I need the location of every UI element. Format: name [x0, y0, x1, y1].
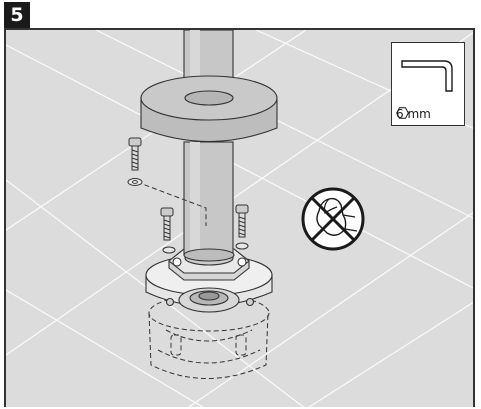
- alignment-guide: [136, 181, 207, 226]
- tool-requirement-box: 6 mm: [391, 42, 465, 126]
- assembly-illustration: [6, 30, 473, 407]
- tool-size-label: 6 mm: [396, 107, 431, 121]
- base-housing-dashed: [148, 294, 270, 379]
- hexagon-icon: [396, 107, 409, 119]
- ceiling-disc: [140, 75, 278, 143]
- step-number-badge: 5: [4, 2, 30, 28]
- hex-key-icon: [401, 60, 453, 92]
- tube-segment: [183, 141, 235, 262]
- screw-with-washer: [127, 137, 143, 186]
- screw-right: [235, 204, 249, 250]
- tool-size-text: 6 mm: [396, 107, 431, 121]
- screw-left: [160, 207, 176, 254]
- no-excessive-force-icon: [301, 187, 365, 251]
- illustration-frame: 6 mm: [4, 28, 475, 407]
